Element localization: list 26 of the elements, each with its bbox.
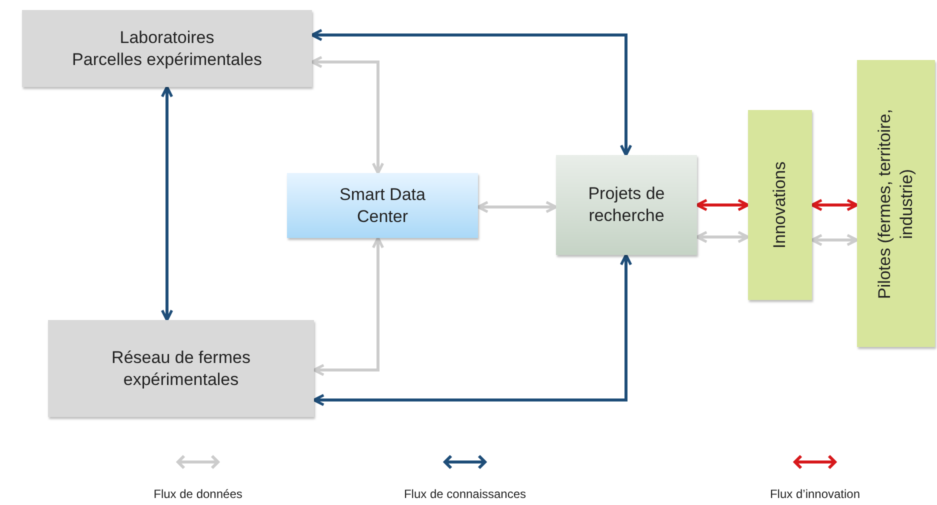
connector-arrow — [696, 198, 750, 212]
node-label: Parcelles expérimentales — [72, 48, 262, 70]
connector-arrow — [312, 254, 632, 406]
connector-arrow — [310, 56, 384, 174]
legend-label: Flux de données — [154, 487, 242, 501]
node-label: Pilotes (fermes, territoire, industrie) — [874, 108, 917, 300]
connector-arrow — [160, 86, 174, 322]
process-box — [748, 110, 812, 300]
process-box — [287, 173, 478, 238]
connector-arrow — [810, 234, 858, 246]
node-label: Laboratoires — [120, 26, 214, 48]
process-box — [22, 10, 312, 87]
connector-arrow — [310, 28, 632, 156]
connector-arrow — [810, 198, 858, 212]
node-label: Projets de recherche — [587, 183, 666, 227]
process-box — [556, 155, 697, 255]
connector-arrow — [312, 236, 384, 376]
node-label: Réseau de fermes expérimentales — [110, 346, 252, 390]
connector-arrow — [696, 230, 750, 244]
process-box — [48, 320, 314, 417]
legend-label: Flux de connaissances — [404, 487, 526, 501]
process-box — [857, 60, 935, 347]
node-label: Smart Data Center — [338, 184, 426, 228]
legend-label: Flux d’innovation — [770, 487, 860, 501]
node-label: Innovations — [769, 160, 790, 250]
connector-arrow — [476, 200, 558, 214]
